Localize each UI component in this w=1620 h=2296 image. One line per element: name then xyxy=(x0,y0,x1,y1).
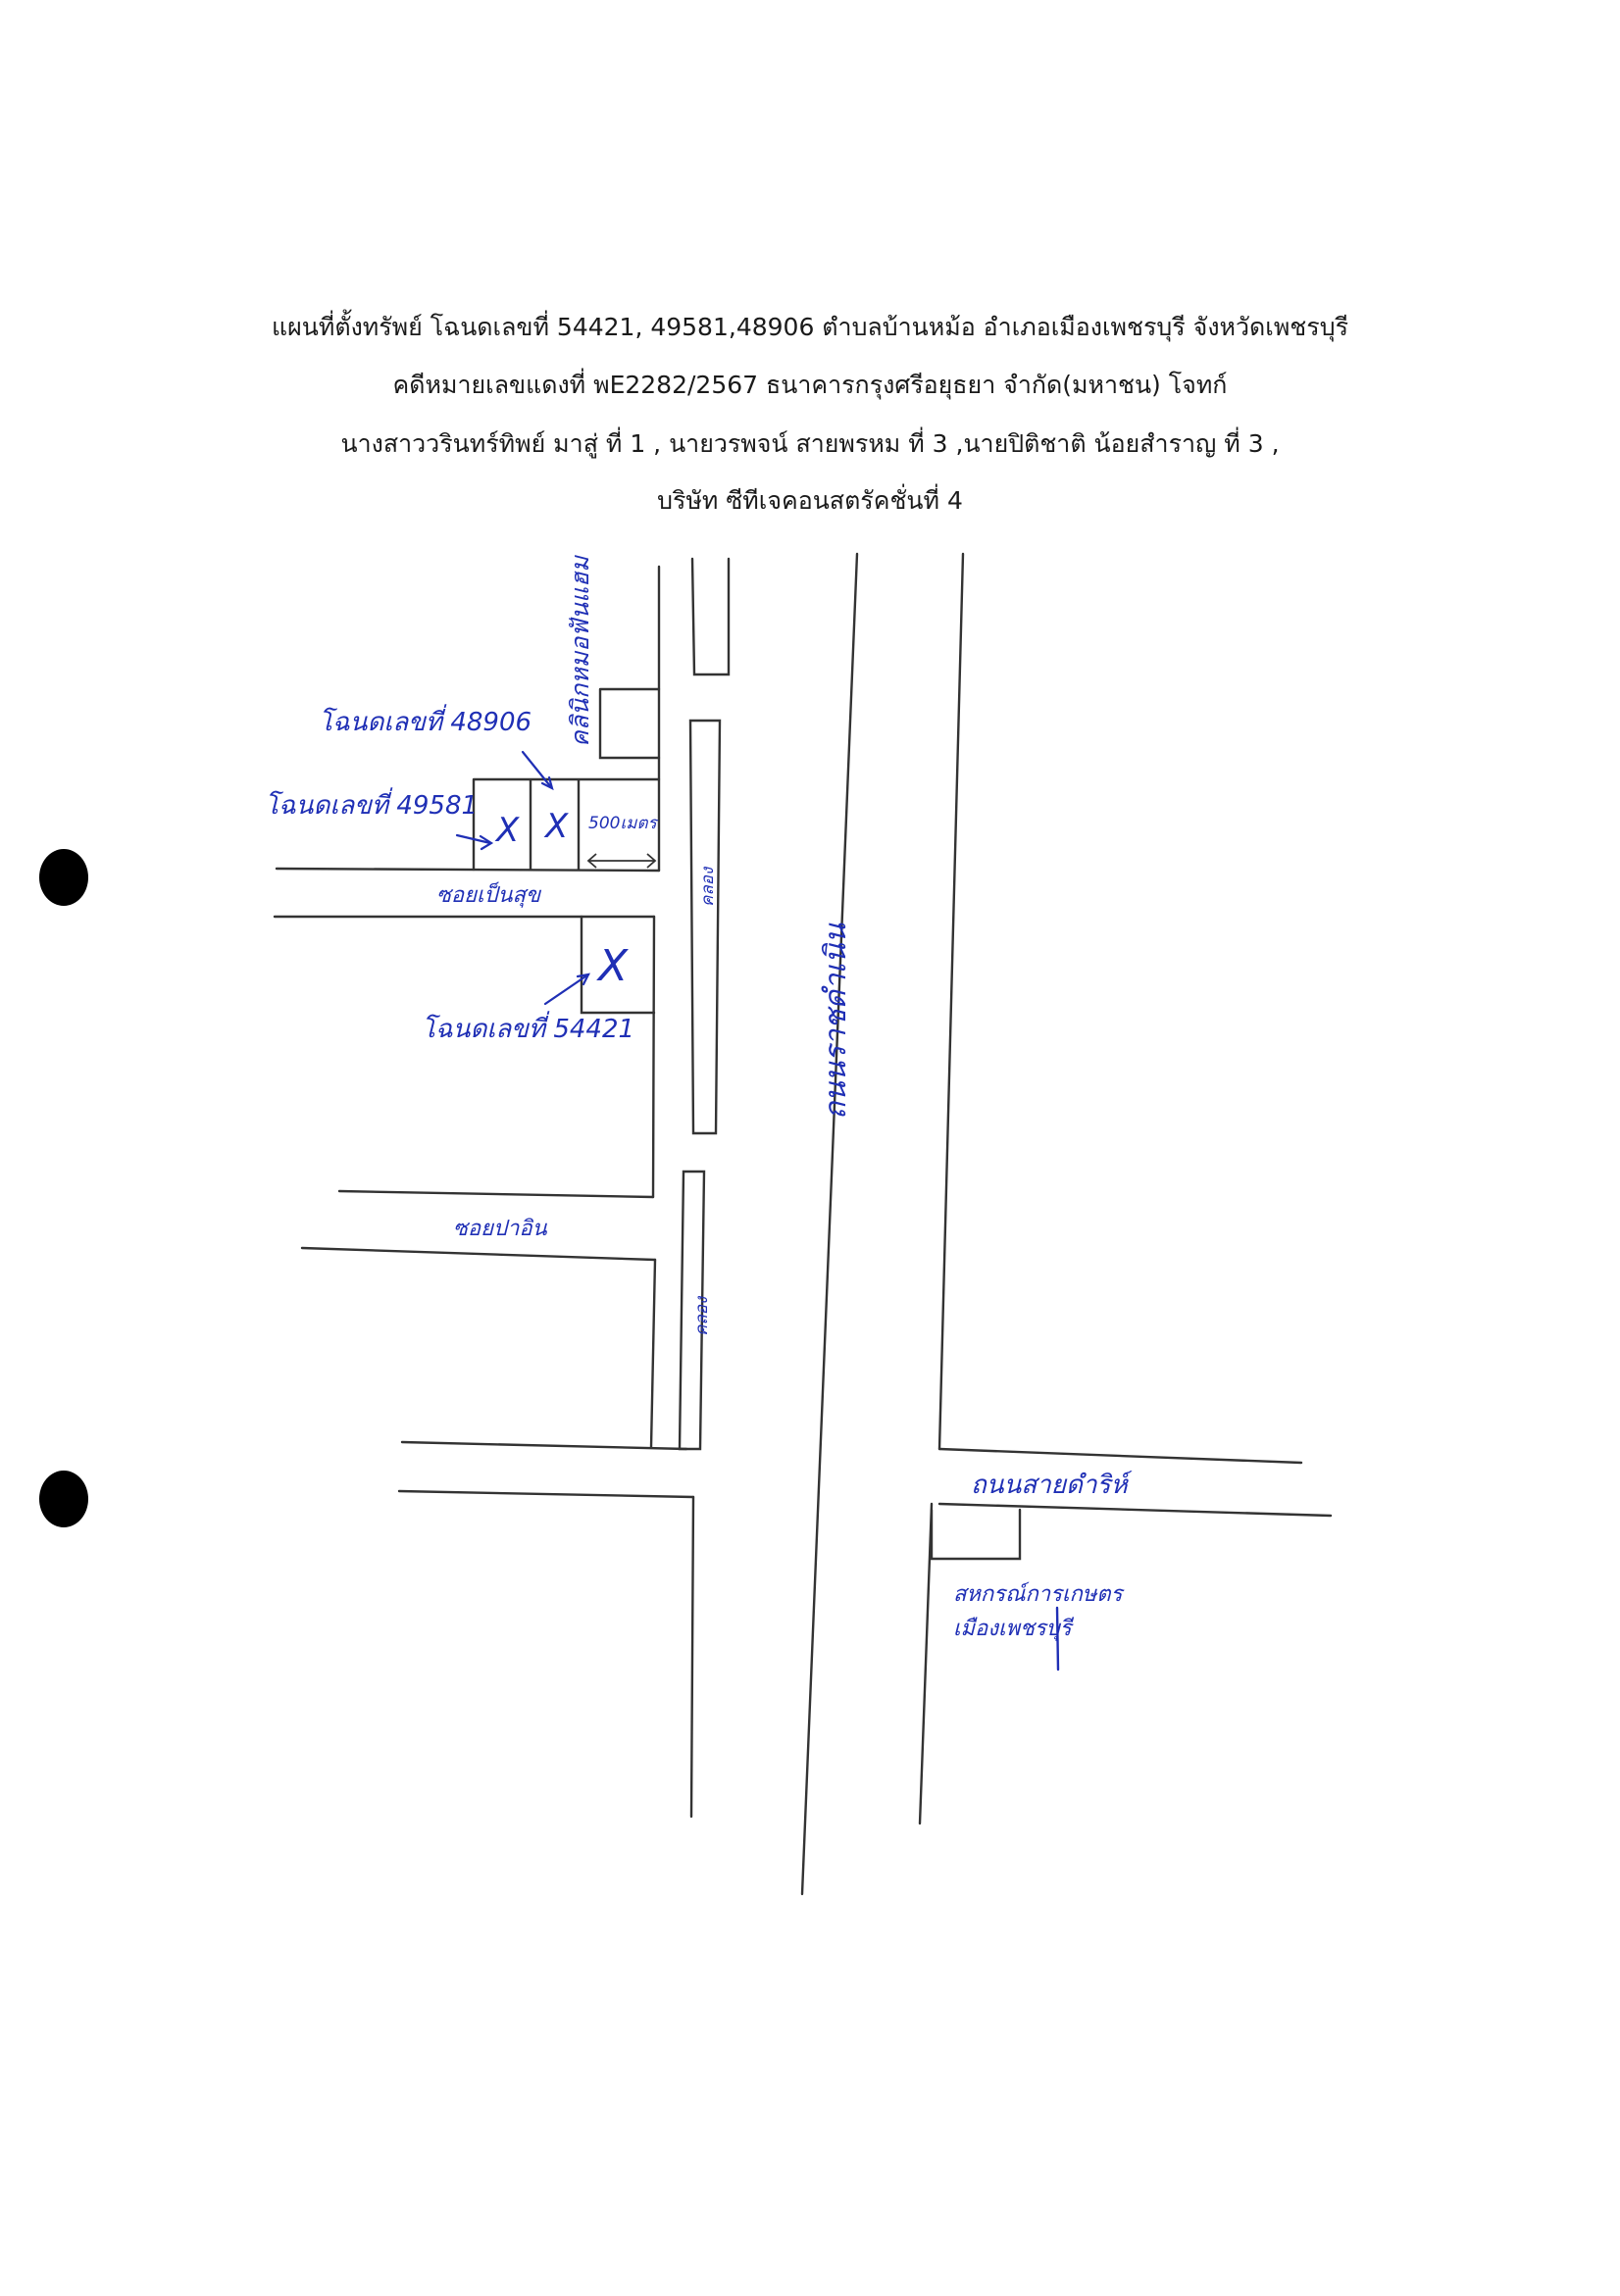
south-road-south-edge xyxy=(397,1489,695,1499)
plot-54421-outline xyxy=(580,915,656,1015)
map-lines xyxy=(273,552,1333,1896)
cross-road-north-edge xyxy=(937,1447,1303,1465)
arrow-48906 xyxy=(521,750,553,789)
coop-label-line2: เมืองเพชรบุรี xyxy=(953,1617,1075,1641)
soi-pain-south-edge xyxy=(300,1246,657,1262)
arrow-54421 xyxy=(543,973,590,1006)
canal-strip-south xyxy=(678,1170,706,1451)
distance-label: 500เมตร xyxy=(588,814,659,833)
canal-label-south: คลอง xyxy=(692,1295,712,1336)
punch-hole-top xyxy=(39,849,88,906)
south-road-north-edge xyxy=(400,1440,688,1451)
case-number-line: คดีหมายเลขแดงที่ พE2282/2567 ธนาคารกรุงศ… xyxy=(392,371,1228,399)
canal-label-north: คลอง xyxy=(698,866,718,907)
soi-pain-north-edge xyxy=(337,1189,655,1199)
soi-pain-label: ซอยปาอิน xyxy=(453,1217,548,1241)
plots-outline xyxy=(472,777,661,872)
deed-49581-label: โฉนดเลขที่ 49581 xyxy=(265,787,478,821)
coop-pointer-line xyxy=(1055,1606,1060,1672)
coop-label-line1: สหกรณ์การเกษตร xyxy=(953,1581,1126,1607)
plot-mark-49581: X xyxy=(494,811,520,850)
punch-hole-bottom xyxy=(39,1471,88,1527)
deed-54421-label: โฉนดเลขที่ 54421 xyxy=(422,1011,634,1044)
block-edge-west-2 xyxy=(649,1258,657,1449)
cross-road-south-edge xyxy=(937,1502,1333,1518)
arrow-49581 xyxy=(455,833,492,845)
main-road-east-edge xyxy=(937,552,965,1451)
main-road-west-edge xyxy=(800,552,859,1896)
clinic-building-outline xyxy=(598,687,661,760)
company-line: บริษัท ซีทีเจคอนสตรัคชั่นที่ 4 xyxy=(657,486,963,515)
east-block-edge xyxy=(918,1502,934,1825)
clinic-label: คลินิกหมอฟันแฮม xyxy=(566,555,594,747)
deed-48906-label: โฉนดเลขที่ 48906 xyxy=(319,704,532,737)
west-block-edge-south xyxy=(651,915,656,1199)
map-title: แผนที่ตั้งทรัพย์ โฉนดเลขที่ 54421, 49581… xyxy=(272,313,1348,341)
cross-road-label: ถนนสายดำริห์ xyxy=(971,1471,1133,1500)
plot-mark-48906: X xyxy=(543,807,569,846)
coop-building-outline xyxy=(930,1508,1022,1561)
main-road-label: ถนนราชดำเนิน xyxy=(819,922,853,1120)
south-road-west-edge xyxy=(689,1495,695,1819)
canal-strip-middle xyxy=(688,719,722,1135)
soi-pensuk-label: ซอยเป็นสุข xyxy=(436,881,542,908)
canal-strip-north xyxy=(690,557,731,676)
soi-pensuk-north-edge xyxy=(275,867,661,873)
defendants-line: นางสาววรินทร์ทิพย์ มาสู่ ที่ 1 , นายวรพจ… xyxy=(340,429,1280,458)
plot-mark-54421: X xyxy=(596,941,629,991)
pointer-arrows xyxy=(455,750,590,1006)
distance-arrow xyxy=(586,853,657,869)
